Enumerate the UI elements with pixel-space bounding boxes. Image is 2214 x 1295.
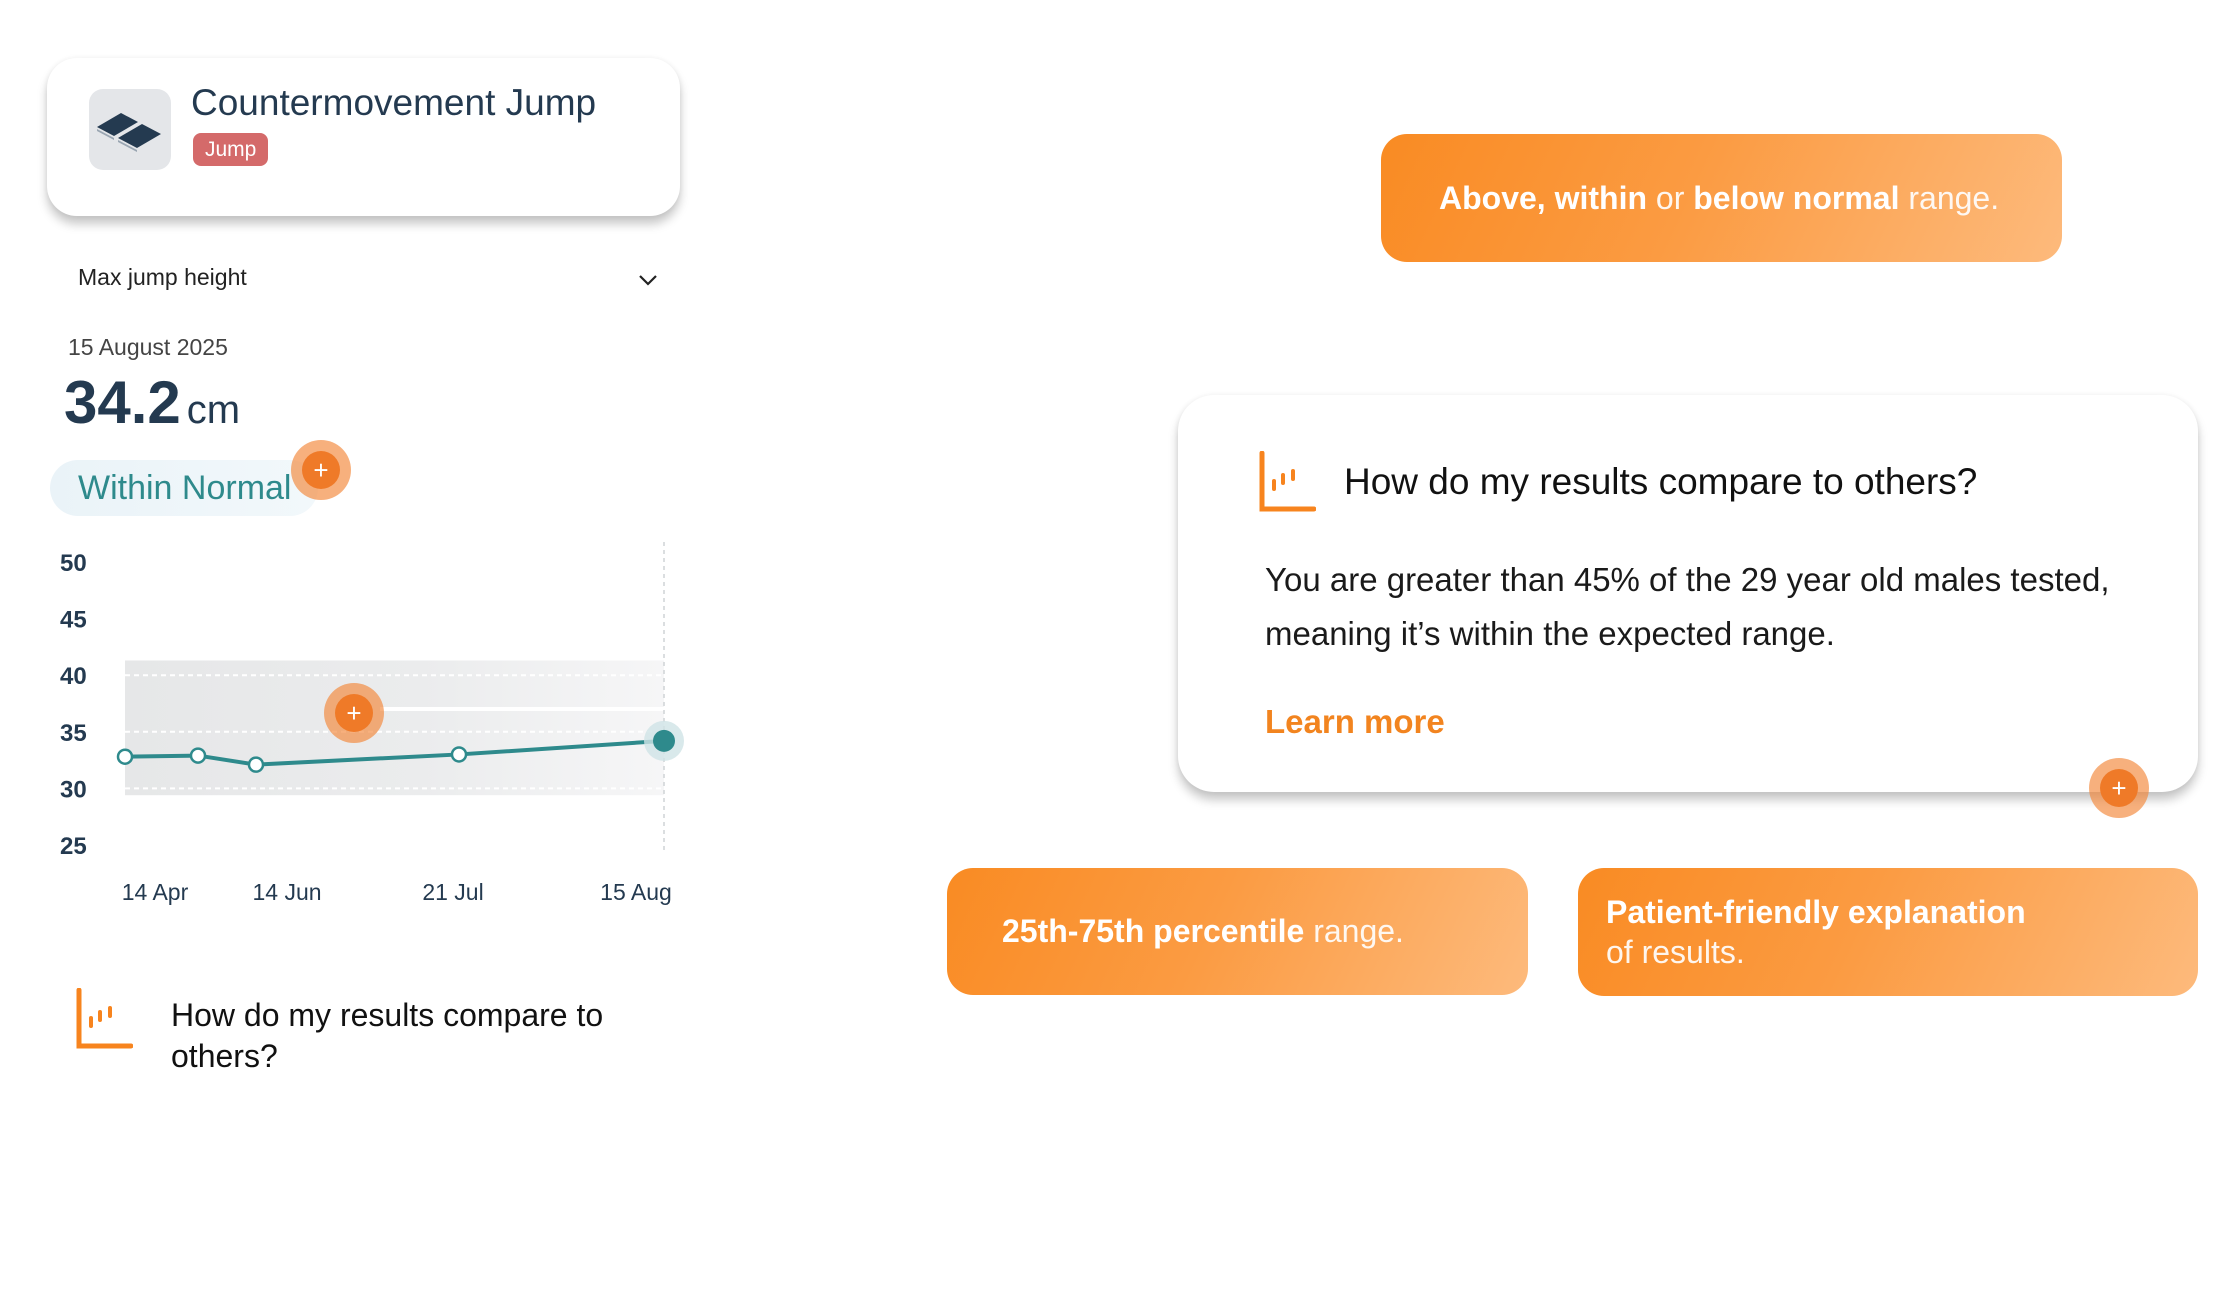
result-number: 34.2: [64, 369, 181, 436]
plus-icon: +: [2100, 769, 2138, 807]
annotation-percentile-banner: 25th-75th percentile range.: [947, 868, 1528, 995]
force-plates-icon: [89, 89, 171, 170]
banner-text-bold: Patient-friendly explanation: [1606, 894, 2026, 930]
data-point: [189, 747, 207, 764]
banner-text-bold: Above, within: [1439, 180, 1647, 216]
metric-dropdown-value: Max jump height: [78, 264, 247, 290]
x-tick-label: 15 Aug: [600, 879, 672, 905]
compare-card-title: How do my results compare to others?: [1344, 461, 1978, 502]
bar-chart-icon: [1258, 450, 1317, 513]
banner-text-light: range.: [1304, 913, 1404, 949]
normal-range-band: [125, 660, 664, 796]
result-date: 15 August 2025: [68, 334, 228, 360]
x-tick-label: 14 Jun: [252, 879, 321, 905]
jump-height-chart: 50 45 40 35 30 25 14 Apr 14 Jun 21 Jul 15 Aug: [60, 542, 684, 905]
data-point: [450, 746, 468, 763]
banner-text-light: range.: [1899, 180, 2000, 216]
learn-more-link[interactable]: Learn more: [1265, 703, 1445, 740]
banner-text-bold: 25th-75th percentile: [1002, 913, 1305, 949]
data-point: [247, 756, 265, 773]
data-point: [116, 748, 134, 765]
x-tick-label: 21 Jul: [422, 879, 483, 905]
y-tick-label: 45: [60, 607, 87, 634]
y-tick-label: 50: [60, 550, 87, 577]
annotation-range-banner: Above, within or below normal range.: [1381, 134, 2062, 262]
compare-card-body: You are greater than 45% of the 29 year …: [1265, 561, 2110, 652]
x-tick-label: 14 Apr: [122, 879, 189, 905]
exercise-title: Countermovement Jump: [191, 82, 597, 123]
compare-section-title[interactable]: How do my results compare to others?: [171, 997, 604, 1074]
banner-text-light: of results.: [1606, 934, 1745, 970]
y-tick-label: 40: [60, 663, 87, 690]
bar-chart-icon: [75, 987, 134, 1050]
hotspot-status[interactable]: +: [291, 440, 351, 500]
banner-text-light: or: [1647, 180, 1694, 216]
category-badge: Jump: [193, 133, 269, 166]
result-unit: cm: [186, 388, 241, 432]
chevron-down-icon[interactable]: [634, 266, 662, 294]
y-tick-label: 30: [60, 776, 87, 803]
compare-card: How do my results compare to others? You…: [1178, 395, 2198, 792]
status-pill: Within Normal: [50, 460, 318, 516]
hotspot-range[interactable]: +: [324, 683, 384, 743]
banner-text-bold: below normal: [1693, 180, 1900, 216]
exercise-header-card: Countermovement Jump Jump: [47, 58, 680, 216]
status-text: Within Normal: [78, 469, 292, 507]
latest-data-point: [653, 729, 675, 752]
y-tick-label: 35: [60, 720, 87, 747]
annotation-explanation-banner: Patient-friendly explanation of results.: [1578, 868, 2198, 996]
plus-icon: +: [302, 451, 340, 489]
y-tick-label: 25: [60, 833, 87, 860]
metric-dropdown[interactable]: Max jump height: [62, 262, 662, 298]
hotspot-explanation[interactable]: +: [2089, 758, 2149, 818]
plus-icon: +: [335, 694, 373, 732]
